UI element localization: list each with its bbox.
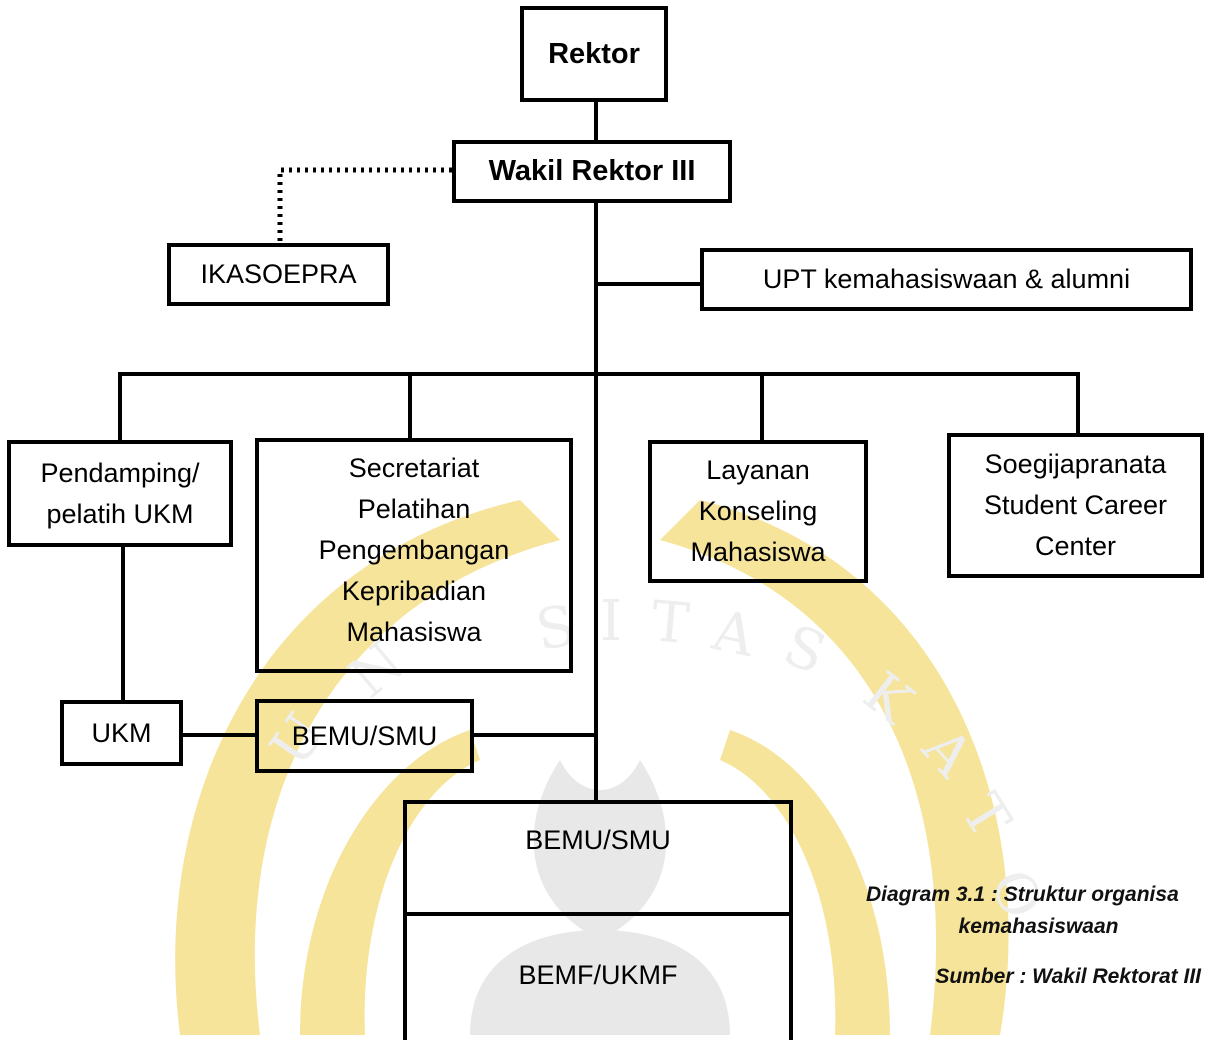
secretariat-box: Secretariat Pelatihan Pengembangan Kepri…: [255, 438, 573, 673]
rektor-box: Rektor: [520, 6, 668, 102]
caption-source: Sumber : Wakil Rektorat III: [935, 965, 1201, 988]
svg-text:I: I: [600, 589, 622, 654]
bemu-smu-cell: BEMU/SMU: [407, 804, 789, 916]
bemf-ukmf-cell: BEMF/UKMF: [518, 960, 678, 990]
diagram-caption: Diagram 3.1 : Struktur organisa kemahasi…: [866, 883, 1207, 989]
upt-box: UPT kemahasiswaan & alumni: [700, 248, 1193, 311]
ukm-box: UKM: [60, 700, 183, 766]
layanan-box: Layanan Konseling Mahasiswa: [648, 440, 868, 583]
bemu-bemf-box: BEMU/SMU BEMF/UKMF: [403, 800, 793, 1040]
soegijapranata-box: Soegijapranata Student Career Center: [947, 433, 1204, 578]
svg-text:T: T: [649, 589, 692, 657]
wakil-rektor-box: Wakil Rektor III: [452, 140, 732, 203]
bemu-smu-small-box: BEMU/SMU: [255, 699, 474, 773]
caption-line-1: Diagram 3.1 : Struktur organisa: [866, 883, 1179, 906]
caption-line-2: kemahasiswaan: [958, 915, 1119, 938]
pendamping-box: Pendamping/ pelatih UKM: [7, 440, 233, 547]
ikasoepra-box: IKASOEPRA: [167, 243, 390, 306]
